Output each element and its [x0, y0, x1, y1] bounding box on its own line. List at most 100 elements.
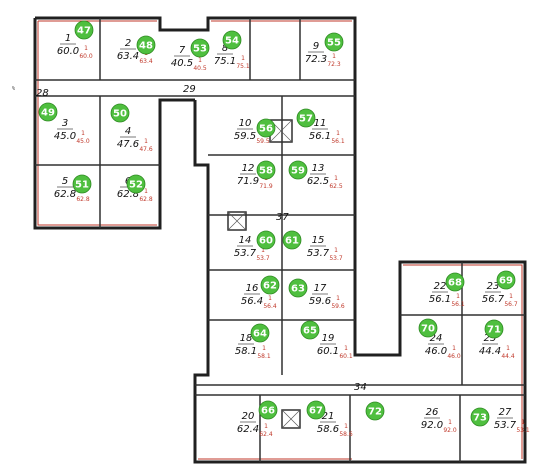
red-area-label: 56.1 [331, 138, 345, 145]
red-area-label: 71.9 [259, 183, 273, 190]
badge-number: 56 [259, 124, 273, 135]
badge-circle [306, 400, 326, 420]
room-number: 23 [487, 281, 500, 292]
room-number: 18 [240, 333, 253, 344]
red-area-label: 40.5 [193, 65, 207, 72]
room-area: 62.4 [237, 424, 259, 435]
badge-circle [300, 320, 320, 340]
badge-number: 61 [285, 236, 299, 247]
red-area-label: 62.8 [139, 196, 153, 203]
badge-number: 59 [291, 166, 305, 177]
badge-number: 53 [193, 44, 207, 55]
red-area-label: 60.1 [339, 353, 353, 360]
badge-number: 63 [291, 284, 305, 295]
room-number: 24 [430, 333, 443, 344]
room-area: 60.0 [57, 46, 79, 57]
red-unit-label: 1 [506, 345, 510, 352]
room-number: 7 [179, 45, 186, 56]
red-area-label: 46.0 [447, 353, 461, 360]
room-area: 53.7 [494, 420, 517, 431]
red-unit-label: 1 [336, 130, 340, 137]
badge-circle [296, 108, 316, 128]
room-number: 2 [125, 38, 131, 49]
red-area-label: 56.1 [451, 301, 465, 308]
corridor-label: 28 [36, 88, 49, 99]
red-unit-label: 1 [521, 419, 525, 426]
badge-circle [282, 230, 302, 250]
room-area: 71.9 [237, 176, 259, 187]
room-labels: 160.0160.047263.4163.448740.5140.553875.… [38, 20, 530, 438]
red-area-label: 58.1 [257, 353, 271, 360]
badge-circle [256, 118, 276, 138]
room-area: 60.1 [317, 346, 339, 357]
room-area: 56.1 [309, 131, 331, 142]
red-unit-label: 1 [264, 423, 268, 430]
corridor-label: 29 [183, 84, 196, 95]
red-unit-label: 1 [144, 188, 148, 195]
red-area-label: 62.8 [76, 196, 90, 203]
corridor-label: 34 [354, 382, 367, 393]
badge-number: 70 [421, 324, 435, 335]
room-number: 1 [65, 33, 71, 44]
badge-number: 68 [448, 278, 462, 289]
red-unit-label: 1 [81, 130, 85, 137]
badge-number: 48 [139, 41, 153, 52]
outer-walls [33, 16, 527, 464]
room-area: 92.0 [421, 420, 443, 431]
badge-circle [418, 318, 438, 338]
red-unit-label: 1 [144, 138, 148, 145]
room-number: 5 [62, 176, 68, 187]
room-area: 59.6 [309, 296, 331, 307]
badge-circle [72, 174, 92, 194]
room-area: 46.0 [425, 346, 447, 357]
badge-circle [126, 174, 146, 194]
red-unit-label: 1 [456, 293, 460, 300]
red-area-label: 62.5 [329, 183, 343, 190]
red-unit-label: 1 [448, 419, 452, 426]
red-unit-label: 1 [241, 55, 245, 62]
badge-circle [136, 35, 156, 55]
room-number: 3 [62, 118, 68, 129]
red-area-label: 56.4 [263, 303, 277, 310]
badge-circle [365, 401, 385, 421]
badge-circle [110, 103, 130, 123]
room-number: 12 [242, 163, 255, 174]
badge-circle [470, 407, 490, 427]
room-area: 56.4 [241, 296, 263, 307]
badge-number: 67 [309, 406, 323, 417]
room-number: 14 [239, 235, 252, 246]
red-area-label: 56.7 [504, 301, 518, 308]
badge-number: 57 [299, 114, 313, 125]
room-number: 21 [322, 411, 335, 422]
room-number: 17 [314, 283, 327, 294]
room-area: 47.6 [117, 139, 139, 150]
interior-walls [35, 18, 525, 462]
room-2: 263.4163.448 [117, 35, 156, 65]
red-area-label: 58.6 [339, 431, 353, 438]
badge-number: 66 [261, 406, 275, 417]
badge-number: 69 [499, 276, 513, 287]
badge-number: 52 [129, 180, 143, 191]
badge-number: 54 [225, 36, 239, 47]
room-area: 53.7 [234, 248, 257, 259]
badge-circle [445, 272, 465, 292]
room-area: 62.8 [54, 189, 76, 200]
room-number: 25 [484, 333, 497, 344]
red-area-label: 47.6 [139, 146, 153, 153]
